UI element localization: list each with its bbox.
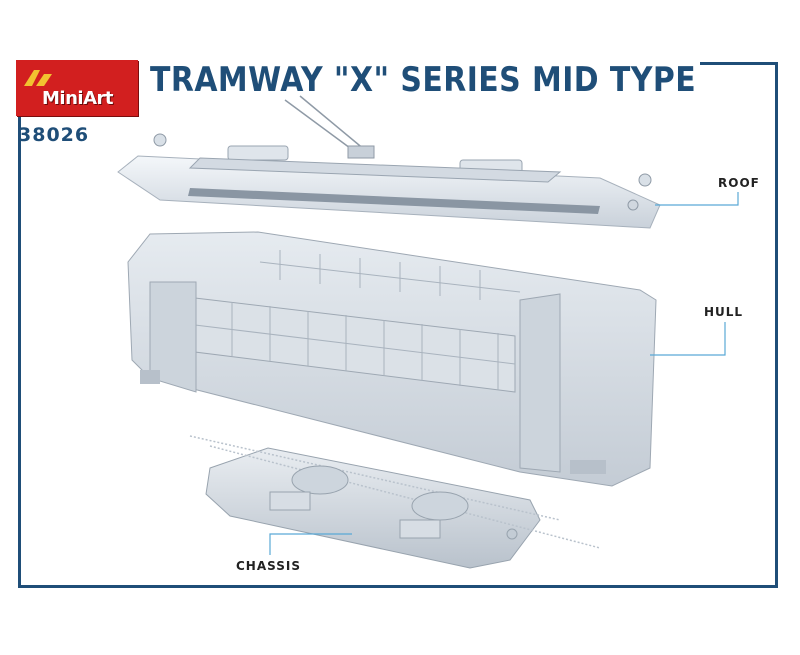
page-title: TRAMWAY "X" SERIES MID TYPE: [150, 60, 697, 100]
hull-callout-line: [650, 322, 726, 356]
chassis-part: [189, 435, 601, 569]
hull-part: [127, 231, 657, 487]
roof-part: [117, 95, 661, 229]
frame-top-right-segment: [700, 62, 778, 65]
article-number: 38026: [18, 124, 90, 146]
roof-label: ROOF: [718, 176, 760, 190]
page-frame: [18, 62, 778, 588]
chassis-callout-line: [269, 533, 352, 555]
hull-label: HULL: [704, 305, 744, 319]
roof-callout-line: [655, 192, 739, 206]
logo-emblem-icon: [24, 70, 52, 86]
miniart-logo: MiniArt: [16, 60, 138, 116]
logo-text: MiniArt: [42, 88, 113, 109]
chassis-label: CHASSIS: [236, 559, 301, 573]
